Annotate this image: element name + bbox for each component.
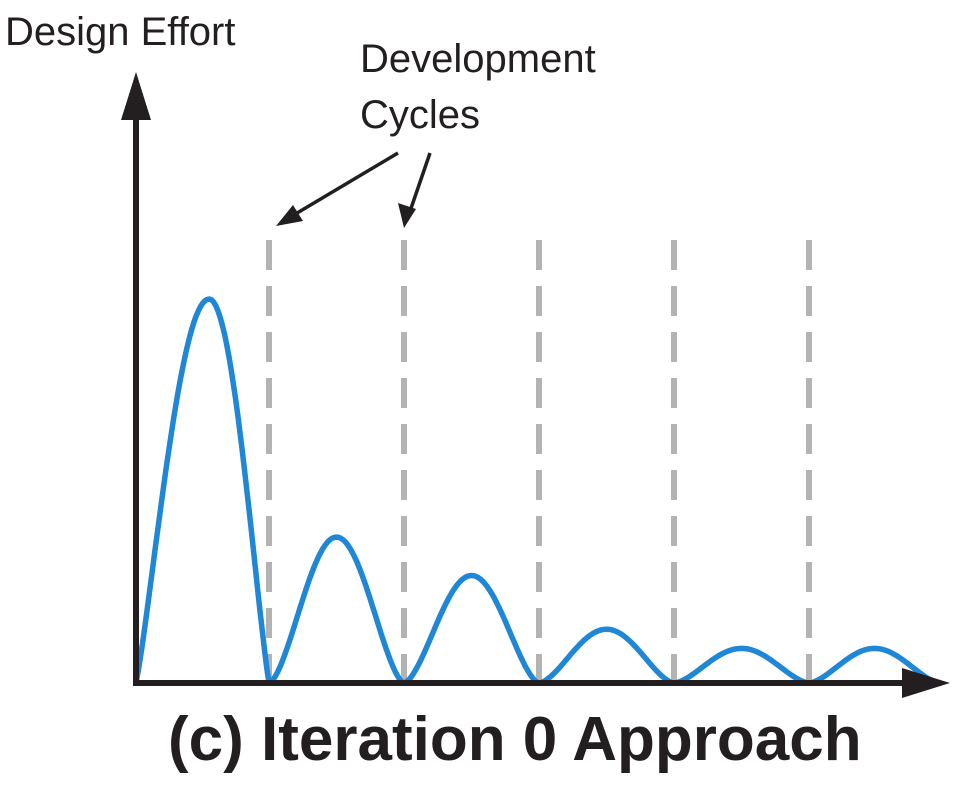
annotation-arrows [276, 151, 432, 228]
x-axis-arrowhead [902, 668, 950, 698]
annotation-label-line-1: Development [360, 37, 596, 81]
annotation-arrowhead-right [398, 203, 416, 228]
annotation-arrowhead-left [276, 205, 303, 226]
figure-caption: (c) Iteration 0 Approach [168, 705, 862, 774]
y-axis-title: Design Effort [5, 10, 236, 54]
cycle-dividers [266, 240, 812, 683]
y-axis-arrowhead [121, 72, 151, 120]
annotation-arrow-left [281, 151, 399, 224]
annotation-label-line-2: Cycles [360, 93, 480, 137]
axes [121, 72, 950, 698]
